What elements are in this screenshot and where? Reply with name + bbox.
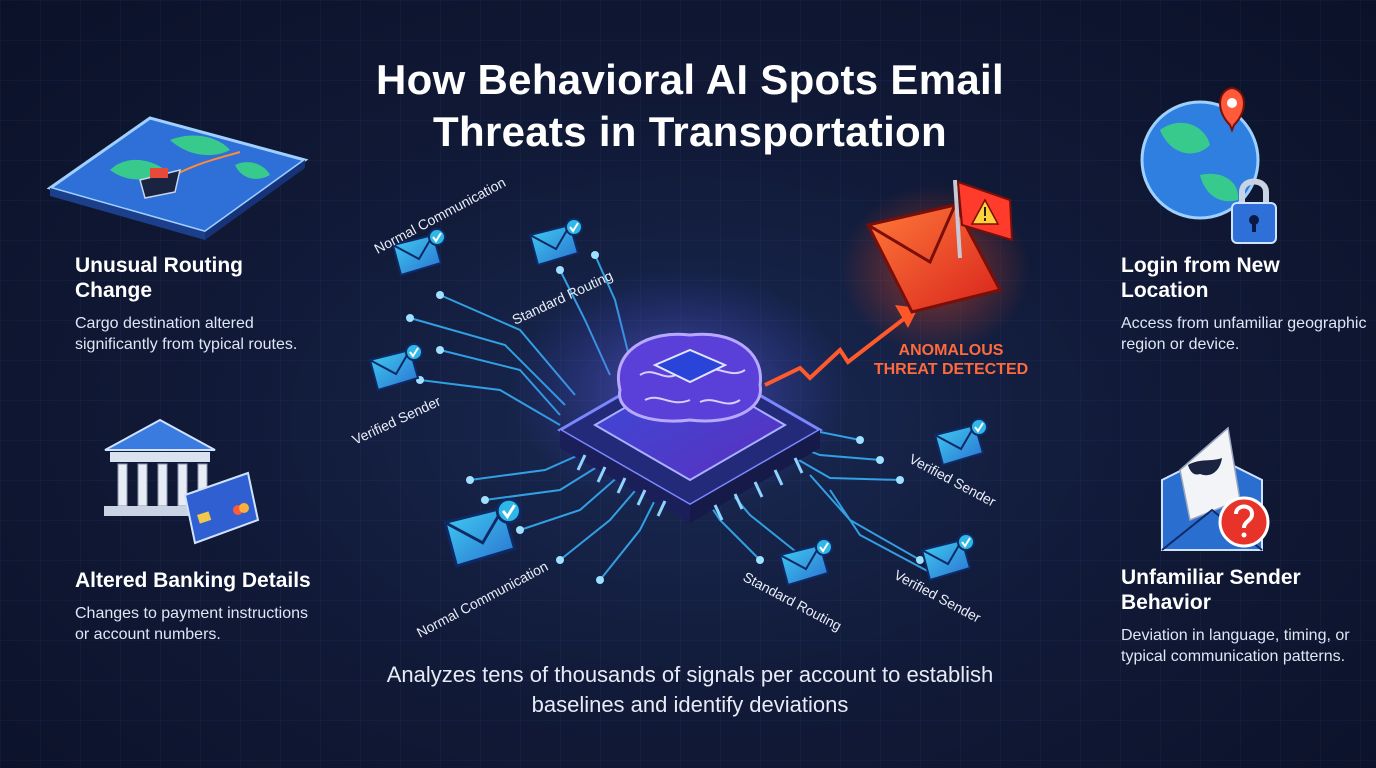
label-normal-bottom: Normal Communication: [414, 558, 551, 641]
card-altered-banking: Altered Banking Details Changes to payme…: [75, 568, 325, 645]
circuit-nodes: [406, 251, 939, 584]
globe-icon: [1140, 100, 1260, 220]
envelope-icon: [921, 533, 975, 581]
envelope-icon: [443, 497, 522, 568]
card-description: Access from unfamiliar geographic region…: [1121, 315, 1367, 353]
card-title: Login from New Location: [1121, 254, 1280, 302]
credit-card-icon: [183, 471, 260, 545]
envelope-icon: [529, 218, 583, 266]
threat-label-line2: THREAT DETECTED: [874, 361, 1028, 378]
location-pin-icon: [1219, 86, 1245, 133]
card-title: Unfamiliar Sender Behavior: [1121, 566, 1301, 614]
bank-building-icon: [104, 418, 216, 516]
label-verified-left: Verified Sender: [350, 393, 444, 448]
card-title: Altered Banking Details: [75, 569, 311, 592]
card-login-location: Login from New Location Access from unfa…: [1121, 253, 1371, 355]
card-unusual-routing: Unusual Routing Change Cargo destination…: [75, 253, 325, 355]
card-description: Deviation in language, timing, or typica…: [1121, 627, 1350, 665]
masked-envelope-icon: [1161, 426, 1263, 551]
card-description: Changes to payment instructions or accou…: [75, 605, 309, 643]
padlock-icon: [1231, 178, 1277, 244]
envelope-icon: [369, 343, 423, 391]
card-unfamiliar-sender: Unfamiliar Sender Behavior Deviation in …: [1121, 565, 1371, 667]
envelope-icon: [934, 418, 988, 466]
threat-label-line1: ANOMALOUS: [899, 342, 1004, 359]
page-title: How Behavioral AI Spots Email Threats in…: [376, 56, 1004, 155]
caption: Analyzes tens of thousands of signals pe…: [386, 662, 994, 717]
card-title: Unusual Routing Change: [75, 254, 243, 302]
ai-brain-icon: [617, 332, 762, 423]
card-description: Cargo destination altered significantly …: [75, 315, 298, 353]
cargo-ship-icon: [139, 168, 182, 199]
question-mark-icon: [1218, 496, 1270, 548]
warning-flag-icon: [956, 180, 1014, 242]
